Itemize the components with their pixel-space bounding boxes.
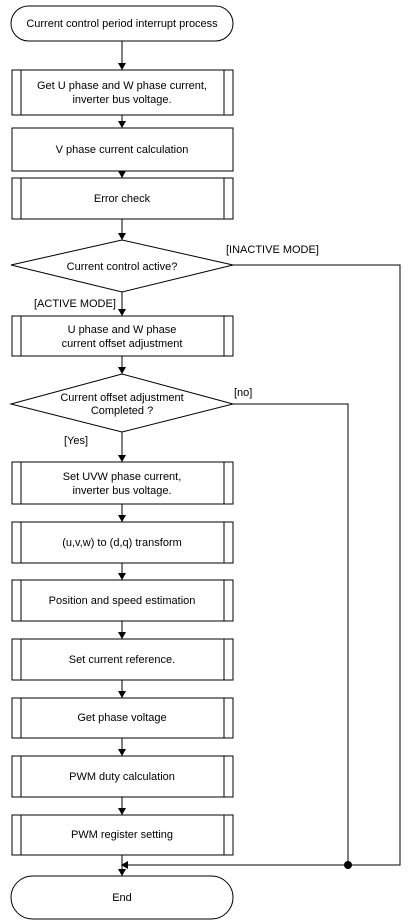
arrow-into-decision-completed bbox=[118, 367, 126, 374]
arrow-into-error-check bbox=[118, 171, 126, 178]
decision-completed-line-2: Completed ? bbox=[91, 405, 153, 417]
decision-active-label: Current control active? bbox=[67, 261, 178, 273]
get-current-line-1: Get U phase and W phase current, bbox=[37, 80, 207, 92]
arrow-into-end bbox=[118, 869, 126, 876]
process-current-ref: Set current reference. bbox=[11, 638, 234, 681]
arrow-into-v-phase bbox=[118, 121, 126, 128]
end-label: End bbox=[112, 892, 132, 904]
end-terminator: End bbox=[10, 875, 234, 920]
pwm-duty-label: PWM duty calculation bbox=[69, 771, 175, 783]
current-ref-label: Set current reference. bbox=[69, 654, 175, 666]
arrow-into-pwm-duty bbox=[118, 749, 126, 756]
process-pwm-register: PWM register setting bbox=[11, 814, 234, 856]
transform-label: (u,v,w) to (d,q) transform bbox=[62, 537, 182, 549]
decision-control-active: Current control active? bbox=[10, 239, 234, 293]
arrow-into-offset-adjust bbox=[118, 309, 126, 316]
arrow-merge-left bbox=[121, 861, 128, 869]
process-get-current: Get U phase and W phase current, inverte… bbox=[11, 69, 234, 116]
process-set-uvw: Set UVW phase current, inverter bus volt… bbox=[11, 461, 234, 505]
process-offset-adjust: U phase and W phase current offset adjus… bbox=[11, 315, 234, 357]
arrow-into-get-current bbox=[118, 63, 126, 70]
decision-completed-line-1: Current offset adjustment bbox=[60, 392, 183, 404]
arrow-into-pwm-register bbox=[118, 808, 126, 815]
offset-adjust-line-1: U phase and W phase bbox=[68, 324, 177, 336]
v-phase-label: V phase current calculation bbox=[56, 144, 189, 156]
label-inactive-mode: [INACTIVE MODE] bbox=[226, 244, 319, 256]
process-error-check: Error check bbox=[11, 177, 234, 220]
error-check-label: Error check bbox=[94, 193, 151, 205]
pwm-register-label: PWM register setting bbox=[71, 829, 173, 841]
position-speed-label: Position and speed estimation bbox=[49, 595, 196, 607]
arrow-into-position-speed bbox=[118, 573, 126, 580]
arrowheads bbox=[118, 63, 128, 876]
arrow-into-decision-active bbox=[118, 233, 126, 240]
set-uvw-line-2: inverter bus voltage. bbox=[72, 485, 171, 497]
label-yes: [Yes] bbox=[64, 435, 88, 447]
label-no: [no] bbox=[234, 387, 252, 399]
get-current-line-2: inverter bus voltage. bbox=[72, 94, 171, 106]
phase-voltage-label: Get phase voltage bbox=[77, 712, 166, 724]
process-position-speed: Position and speed estimation bbox=[11, 579, 234, 622]
set-uvw-line-1: Set UVW phase current, bbox=[63, 471, 182, 483]
process-transform: (u,v,w) to (d,q) transform bbox=[11, 521, 234, 564]
arrow-into-phase-voltage bbox=[118, 691, 126, 698]
decision-offset-completed: Current offset adjustment Completed ? bbox=[9, 373, 235, 433]
start-terminator: Current control period interrupt process bbox=[10, 5, 234, 42]
junction-dot bbox=[344, 861, 352, 869]
process-v-phase: V phase current calculation bbox=[11, 127, 234, 172]
start-label: Current control period interrupt process bbox=[26, 18, 218, 30]
arrow-into-set-uvw bbox=[118, 455, 126, 462]
arrow-into-current-ref bbox=[118, 632, 126, 639]
arrow-into-transform bbox=[118, 515, 126, 522]
label-active-mode: [ACTIVE MODE] bbox=[34, 298, 116, 310]
offset-adjust-line-2: current offset adjustment bbox=[62, 338, 183, 350]
process-pwm-duty: PWM duty calculation bbox=[11, 755, 234, 798]
process-phase-voltage: Get phase voltage bbox=[11, 697, 234, 739]
